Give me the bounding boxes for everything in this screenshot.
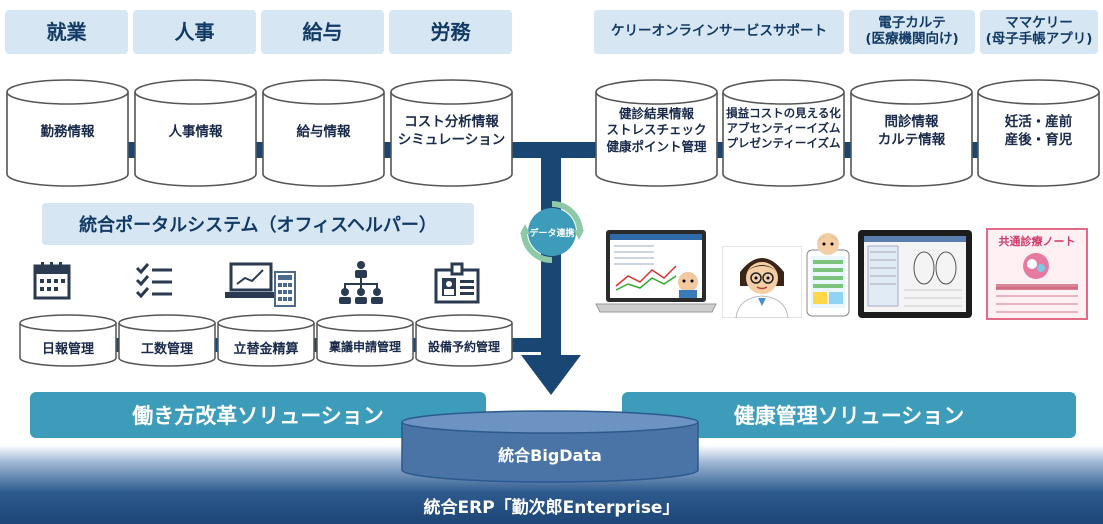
db-ninkatsu-label-1: 妊活・産前 <box>1004 114 1073 130</box>
category-label-mama: ママケリー (母子手帳アプリ) <box>980 10 1098 54</box>
db-cylinder-kenshin: 健診結果情報 ストレスチェック 健康ポイント管理 <box>594 78 719 188</box>
db-cylinder-ninkatsu: 妊活・産前 産後・育児 <box>976 78 1101 188</box>
module-setsubi-label: 設備予約管理 <box>427 340 500 354</box>
db-cylinder-monshin: 問診情報 カルテ情報 <box>849 78 974 188</box>
db-cylinder-kyuyo: 給与情報 <box>261 78 386 188</box>
db-cylinder-cost: コスト分析情報 シミュレーション <box>389 78 514 188</box>
module-tatekae-label: 立替金精算 <box>233 342 299 357</box>
portal-system-label: 統合ポータルシステム（オフィスヘルパー） <box>42 203 474 245</box>
tablet-karte-image <box>858 230 972 318</box>
module-kosu-label: 工数管理 <box>140 342 193 357</box>
bigdata-label: 統合BigData <box>498 446 602 465</box>
db-cylinder-jinji: 人事情報 <box>133 78 258 188</box>
laptop-dashboard-image <box>595 230 717 313</box>
db-cylinder-kinmu: 勤務情報 <box>5 78 130 188</box>
category-label-shugyo: 就業 <box>5 10 128 54</box>
db-monshin-label-2: カルテ情報 <box>877 131 946 148</box>
category-label-karte: 電子カルテ (医療機関向け) <box>849 10 975 54</box>
db-kenshin-label-2: ストレスチェック <box>606 122 707 138</box>
db-monshin-label-1: 問診情報 <box>884 114 939 130</box>
module-kosu: 工数管理 <box>117 312 217 368</box>
module-nippo: 日報管理 <box>18 312 118 368</box>
db-soneki-label-1: 損益コストの見える化 <box>726 106 841 120</box>
category-label-kyuyo: 給与 <box>261 10 384 54</box>
db-soneki-label-2: アブセンティーイズム <box>726 120 841 135</box>
db-kenshin-label-3: 健康ポイント管理 <box>606 138 707 154</box>
data-sync-badge: データ連携 <box>520 200 584 264</box>
module-setsubi: 設備予約管理 <box>414 312 514 368</box>
notebook-title: 共通診療ノート <box>998 235 1076 248</box>
db-ninkatsu-label-2: 産後・育児 <box>1004 131 1073 148</box>
checklist-icon <box>135 263 172 299</box>
erp-label: 統合ERP「勤次郎Enterprise」 <box>423 498 680 518</box>
db-cost-label-2: シミュレーション <box>397 131 506 148</box>
db-kinmu-label: 勤務情報 <box>40 124 95 140</box>
mama-label-line1: ママケリー <box>1005 15 1073 32</box>
down-arrow-icon <box>521 355 581 395</box>
id-card-icon <box>434 262 480 304</box>
mama-label-line2: (母子手帳アプリ) <box>985 31 1093 47</box>
karte-label-line1: 電子カルテ <box>878 15 946 32</box>
db-jinji-label: 人事情報 <box>168 124 223 140</box>
data-sync-label: データ連携 <box>529 229 575 239</box>
doctor-illustration-image <box>722 246 802 318</box>
db-soneki-label-3: プレゼンティーイズム <box>726 135 841 150</box>
shared-notebook-image: 共通診療ノート <box>986 228 1088 320</box>
category-label-support: ケリーオンラインサービスサポート <box>594 10 844 54</box>
module-ringi-label: 稟議申請管理 <box>328 340 401 354</box>
karte-label-line2: (医療機関向け) <box>865 31 959 47</box>
smartphone-app-image <box>806 233 850 317</box>
laptop-calculator-icon <box>225 262 296 307</box>
solution-kenko: 健康管理ソリューション <box>622 392 1076 438</box>
module-nippo-label: 日報管理 <box>41 342 94 357</box>
module-tatekae: 立替金精算 <box>216 312 316 368</box>
bigdata-cylinder: 統合BigData <box>400 410 700 484</box>
category-label-romu: 労務 <box>389 10 512 54</box>
db-kenshin-label-1: 健診結果情報 <box>618 106 694 121</box>
sync-arrows-icon <box>520 201 584 263</box>
category-label-jinji: 人事 <box>133 10 256 54</box>
org-chart-icon <box>339 261 383 304</box>
db-kyuyo-label: 給与情報 <box>296 124 351 140</box>
calendar-icon <box>33 262 71 300</box>
module-ringi: 稟議申請管理 <box>315 312 415 368</box>
db-cylinder-soneki: 損益コストの見える化 アブセンティーイズム プレゼンティーイズム <box>721 78 846 188</box>
db-cost-label-1: コスト分析情報 <box>404 114 499 130</box>
